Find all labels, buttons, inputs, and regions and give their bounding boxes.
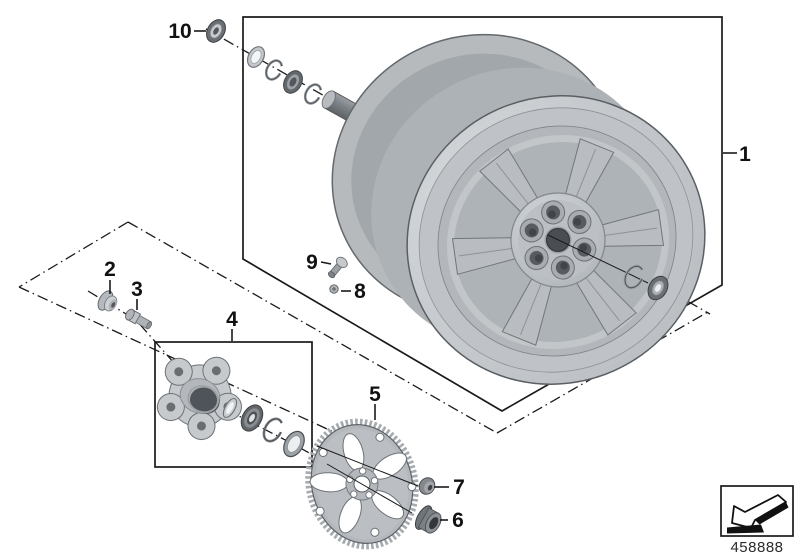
hub-axis-line — [87, 290, 341, 471]
circlip[interactable] — [621, 263, 646, 291]
seal-ring[interactable] — [244, 44, 268, 71]
callout-9[interactable]: 9 — [306, 251, 318, 274]
spacer-bushing-part-6[interactable] — [412, 503, 445, 537]
circlip[interactable] — [260, 416, 286, 445]
seal-ring[interactable] — [280, 428, 309, 460]
callout-4[interactable]: 4 — [226, 308, 238, 331]
callout-2[interactable]: 2 — [104, 258, 116, 281]
circlip[interactable] — [263, 58, 285, 82]
callout-8[interactable]: 8 — [354, 280, 366, 303]
plane-edge-bottom — [18, 286, 339, 435]
screw-part-8[interactable] — [329, 284, 339, 294]
direction-arrow-icon — [727, 494, 789, 534]
plane-edge-left — [18, 221, 129, 288]
legend: 458888 — [720, 485, 794, 556]
wheel-spokes — [451, 138, 665, 346]
plane-edge-top — [127, 221, 498, 434]
hex-nut-part-7[interactable] — [416, 475, 437, 497]
pointer-line-to-nut — [316, 445, 419, 487]
callout-1[interactable]: 1 — [739, 143, 751, 166]
washer[interactable] — [221, 396, 240, 419]
hub-group-frame — [154, 341, 313, 468]
callout-6[interactable]: 6 — [452, 509, 464, 532]
flanged-nut-part-2[interactable] — [95, 288, 121, 315]
callout-5[interactable]: 5 — [369, 383, 381, 406]
leader-lines — [109, 30, 737, 521]
part-number: 458888 — [730, 539, 783, 556]
callouts: 10 1 2 3 4 5 6 7 8 9 — [104, 20, 751, 532]
axle-axis-overlay — [547, 234, 649, 284]
rear-wheel[interactable] — [287, 0, 751, 432]
direction-arrow-box — [720, 485, 794, 537]
adjusting-bolt-part-3[interactable] — [124, 308, 154, 332]
valve-stem-part-9[interactable] — [325, 255, 349, 280]
pointer-line-to-bushing — [326, 463, 413, 514]
lug-holes — [519, 200, 597, 280]
bearing[interactable] — [280, 67, 307, 96]
spacer-ring[interactable] — [644, 273, 672, 304]
callout-3[interactable]: 3 — [131, 278, 143, 301]
axle-nut-part-10[interactable] — [203, 16, 230, 45]
callout-7[interactable]: 7 — [453, 476, 465, 499]
hub-flange-part-4[interactable] — [148, 343, 254, 449]
callout-10[interactable]: 10 — [168, 20, 191, 43]
bearing[interactable] — [237, 401, 267, 435]
